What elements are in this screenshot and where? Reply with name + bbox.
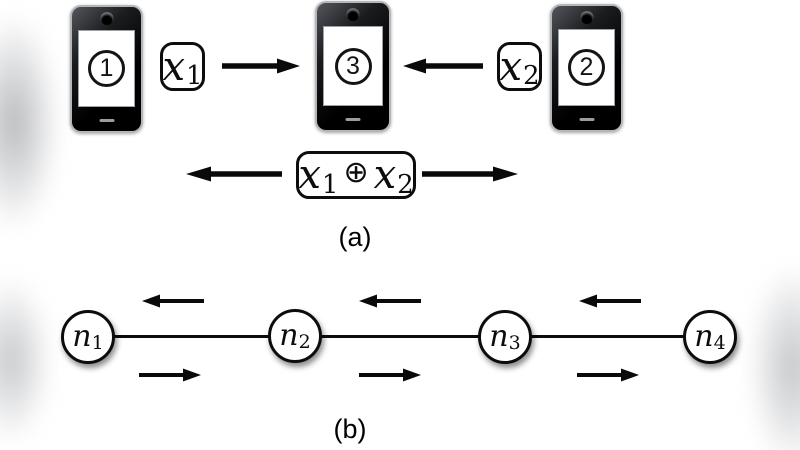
xor-right-subscript: 2: [397, 169, 414, 200]
node-number-3: 3: [346, 51, 360, 80]
node-n1-label: n: [72, 319, 92, 354]
node-n4-label: n: [694, 319, 714, 354]
phone-node-3: 3: [315, 1, 391, 132]
arrow-left-icon: [359, 294, 421, 308]
phone-node-2: 2: [550, 4, 623, 132]
xor-operator-icon: ⊕: [343, 155, 369, 190]
arrow-left-icon: [142, 294, 204, 308]
xor-left-subscript: 1: [321, 169, 339, 200]
background-smudge-right-bottom: [748, 262, 800, 450]
phone-earpiece-icon: [580, 11, 593, 24]
panel-b-caption: (b): [333, 414, 367, 444]
node-number-badge: 2: [568, 49, 605, 86]
phone-node-1: 1: [70, 5, 143, 133]
node-number-2: 2: [579, 53, 594, 81]
node-n2-label: n: [279, 318, 299, 353]
packet-x1-subscript: 1: [186, 61, 203, 92]
node-n2-subscript: 2: [298, 331, 311, 354]
phone-home-button-icon: [99, 119, 114, 122]
chain-link-line: [88, 335, 710, 338]
node-number-badge: 3: [334, 47, 372, 85]
arrow-right-icon: [577, 368, 639, 382]
arrow-right-icon: [222, 58, 300, 74]
background-smudge-left-top: [0, 12, 60, 232]
background-smudge-left-bottom: [0, 275, 52, 445]
phone-earpiece-icon: [100, 12, 113, 25]
arrow-right-icon: [422, 166, 518, 182]
panel-a-caption: (a): [338, 222, 372, 252]
arrow-right-icon: [139, 368, 201, 382]
phone-earpiece-icon: [346, 8, 360, 21]
phone-screen: 2: [558, 29, 615, 106]
packet-x2-label: x: [499, 43, 523, 90]
phone-home-button-icon: [579, 118, 594, 121]
phone-screen: 1: [78, 30, 135, 107]
packet-x1-label: x: [162, 43, 186, 90]
arrow-left-icon: [186, 166, 282, 182]
arrow-right-icon: [359, 368, 421, 382]
arrow-left-icon: [579, 294, 641, 308]
phone-home-button-icon: [345, 118, 361, 121]
packet-x2-subscript: 2: [523, 61, 540, 92]
xor-right-label: x: [373, 152, 397, 198]
node-number-badge: 1: [88, 50, 125, 87]
node-n3-label: n: [489, 319, 509, 354]
xor-left-label: x: [298, 152, 321, 198]
arrow-left-icon: [403, 58, 483, 74]
node-n4-subscript: 4: [713, 332, 726, 355]
node-number-1: 1: [99, 54, 114, 82]
phone-screen: 3: [323, 26, 383, 106]
node-n3-subscript: 3: [508, 332, 521, 355]
node-n1-subscript: 1: [91, 332, 104, 355]
